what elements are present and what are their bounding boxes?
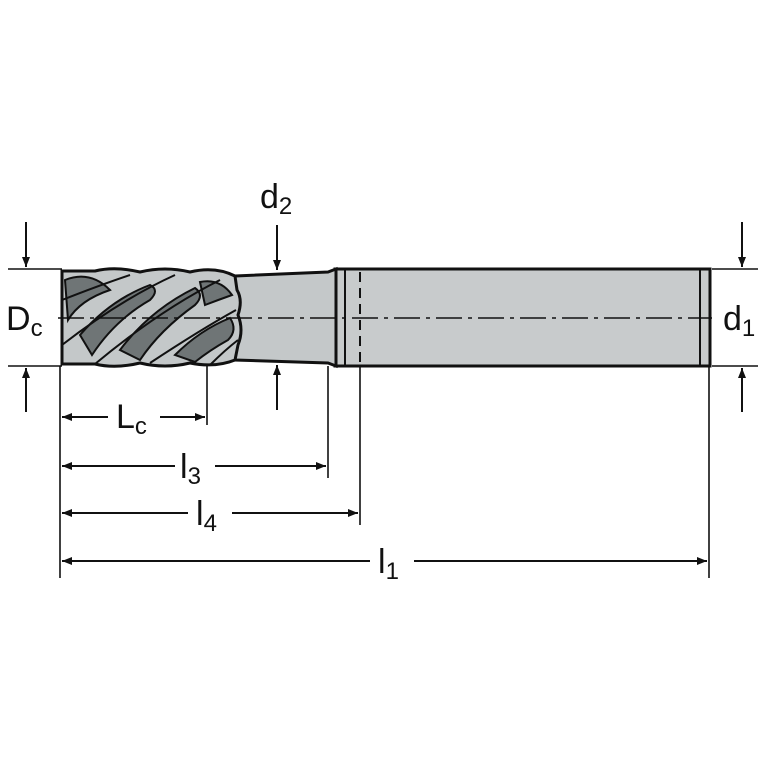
flutes [63,275,235,364]
Lc-label: Lc [116,398,147,440]
l3-label: l3 [180,448,201,490]
l1-label: l1 [378,543,399,585]
d2-label: d2 [260,178,292,220]
l4-label: l4 [196,495,217,537]
flute-edges [61,274,239,366]
d1-label: d1 [723,300,755,342]
Dc-label: Dc [6,300,43,342]
dimension-arrows [22,222,746,565]
extension-lines [8,268,758,578]
